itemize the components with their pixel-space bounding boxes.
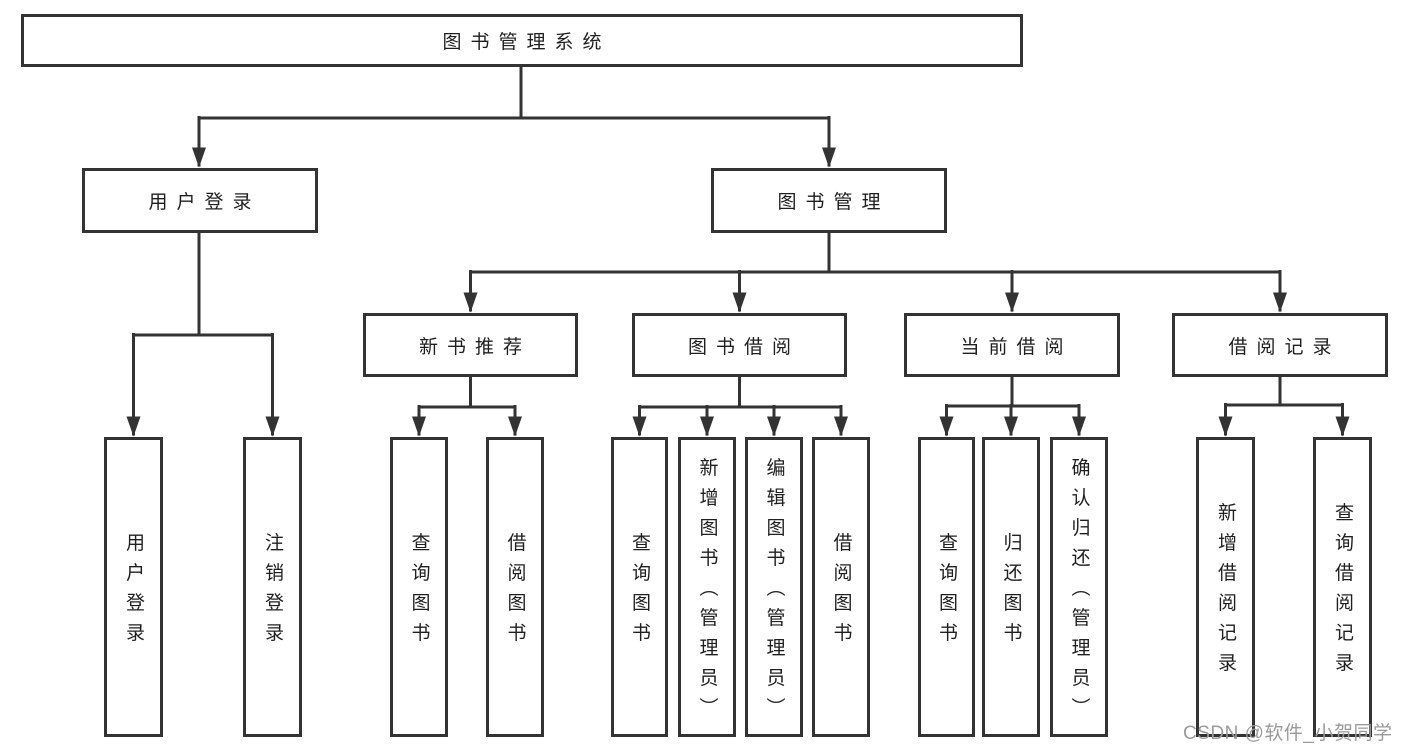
leaf-logout-login: 注销登录 (243, 437, 302, 737)
leaf-borrow-query-books: 查询图书 (611, 437, 668, 737)
leaf-record-query-borrow-record-label: 查询借阅记录 (1332, 502, 1353, 683)
node-user-login: 用户登录 (82, 168, 318, 233)
csdn-watermark: CSDN @软件_小贺同学 (1183, 723, 1393, 744)
leaf-user-login: 用户登录 (104, 437, 163, 737)
leaf-borrow-add-books-admin: 新增图书（管理员） (678, 437, 736, 737)
leaf-user-login-label: 用户登录 (123, 532, 144, 653)
node-current-borrow: 当前借阅 (904, 313, 1120, 377)
leaf-current-confirm-return-admin: 确认归还（管理员） (1050, 437, 1108, 737)
node-book-borrow-label: 图书借阅 (687, 336, 800, 358)
node-book-borrow: 图书借阅 (632, 313, 847, 377)
leaf-newbook-borrow-books: 借阅图书 (486, 437, 544, 737)
leaf-borrow-borrow-books-label: 借阅图书 (830, 532, 852, 653)
node-new-book-recommend: 新书推荐 (363, 313, 578, 377)
leaf-current-query-books-label: 查询图书 (936, 532, 957, 653)
leaf-record-add-borrow-record: 新增借阅记录 (1196, 437, 1255, 737)
leaf-current-confirm-return-admin-label: 确认归还（管理员） (1068, 457, 1090, 728)
node-borrow-records-label: 借阅记录 (1228, 336, 1341, 358)
leaf-newbook-query-books: 查询图书 (390, 437, 448, 737)
node-book-management-label: 图书管理 (777, 192, 890, 213)
leaf-borrow-add-books-admin-label: 新增图书（管理员） (696, 457, 718, 728)
leaf-borrow-borrow-books: 借阅图书 (812, 437, 870, 737)
leaf-record-add-borrow-record-label: 新增借阅记录 (1215, 502, 1236, 683)
leaf-record-query-borrow-record: 查询借阅记录 (1313, 437, 1372, 737)
node-user-login-label: 用户登录 (148, 192, 261, 213)
leaf-borrow-query-books-label: 查询图书 (629, 532, 650, 653)
leaf-current-return-books: 归还图书 (982, 437, 1040, 737)
leaf-borrow-edit-books-admin: 编辑图书（管理员） (745, 437, 803, 737)
node-borrow-records: 借阅记录 (1172, 313, 1388, 377)
leaf-borrow-edit-books-admin-label: 编辑图书（管理员） (763, 457, 785, 728)
node-library-system: 图书管理系统 (21, 14, 1023, 67)
leaf-current-return-books-label: 归还图书 (1000, 532, 1022, 653)
leaf-newbook-query-books-label: 查询图书 (408, 532, 430, 653)
node-new-book-recommend-label: 新书推荐 (418, 336, 531, 358)
leaf-current-query-books: 查询图书 (918, 437, 975, 737)
leaf-logout-login-label: 注销登录 (262, 532, 283, 653)
node-library-system-label: 图书管理系统 (442, 32, 611, 53)
leaf-newbook-borrow-books-label: 借阅图书 (504, 532, 526, 653)
node-current-borrow-label: 当前借阅 (960, 336, 1073, 358)
node-book-management: 图书管理 (711, 168, 947, 233)
